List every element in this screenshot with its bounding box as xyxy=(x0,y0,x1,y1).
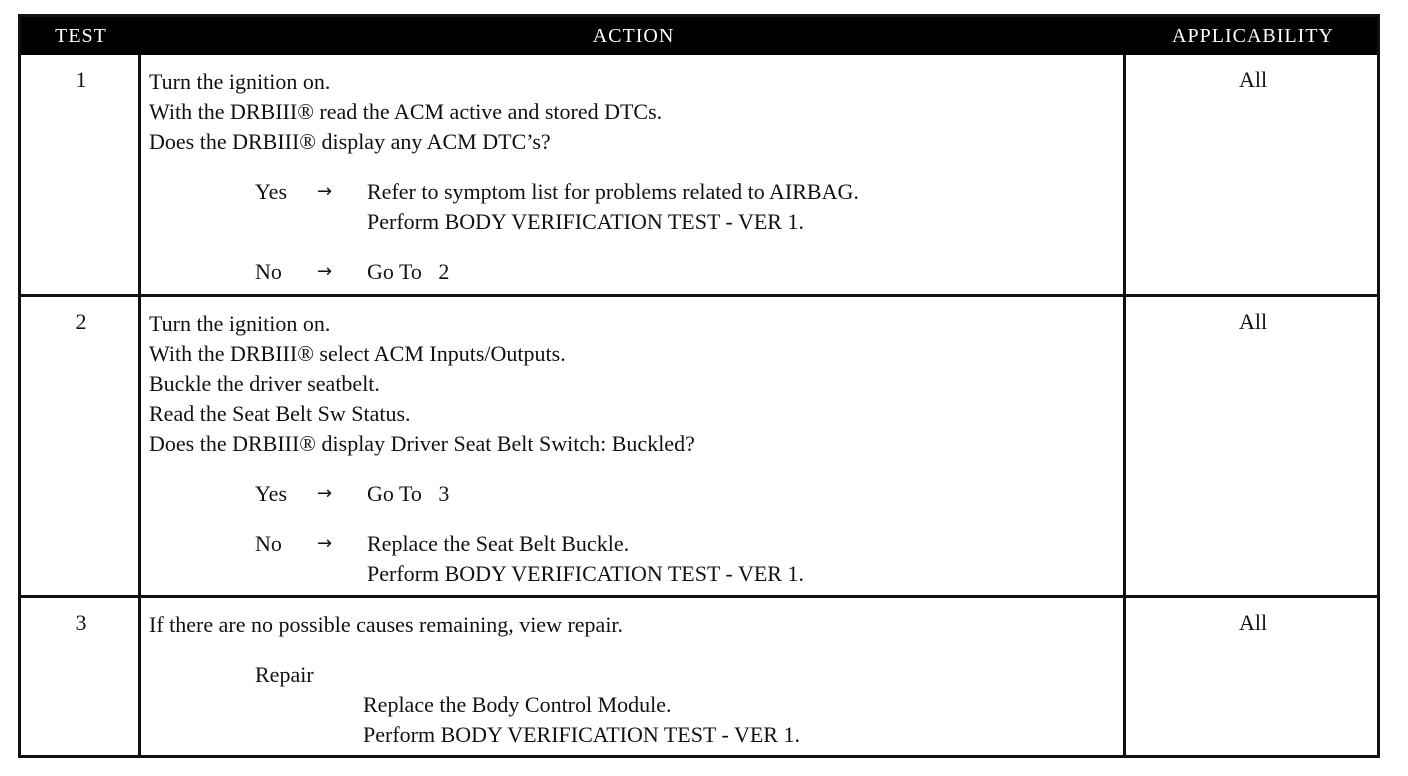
action-line: With the DRBIII® read the ACM active and… xyxy=(149,99,663,124)
repair-line: Replace the Body Control Module. xyxy=(363,692,672,717)
action-cell: Turn the ignition on. With the DRBIII® r… xyxy=(149,67,1119,287)
branch-text: Go To 2 xyxy=(367,259,450,284)
action-line: Buckle the driver seatbelt. xyxy=(149,371,380,396)
applicability-cell: All xyxy=(1238,309,1268,334)
test-number: 3 xyxy=(75,610,87,635)
header-test: TEST xyxy=(55,25,107,47)
diagnostic-test-table: TEST ACTION APPLICABILITY 1 Turn the ign… xyxy=(18,14,1380,758)
yes-branch: Yes → Go To 3 xyxy=(255,479,1119,509)
action-line: If there are no possible causes remainin… xyxy=(149,612,624,637)
action-cell: Turn the ignition on. With the DRBIII® s… xyxy=(149,309,1119,589)
header-action: ACTION xyxy=(592,25,675,47)
branch-text: Replace the Seat Belt Buckle. xyxy=(367,531,630,556)
no-label: No xyxy=(255,259,282,284)
yes-label: Yes xyxy=(255,179,288,204)
action-line: With the DRBIII® select ACM Inputs/Outpu… xyxy=(149,341,566,366)
repair-block: Repair Replace the Body Control Module. … xyxy=(255,660,1119,750)
yes-label: Yes xyxy=(255,481,288,506)
column-divider xyxy=(1123,55,1126,755)
header-applicability: APPLICABILITY xyxy=(1172,25,1334,47)
right-arrow-icon: → xyxy=(317,261,333,282)
test-number: 2 xyxy=(75,309,87,334)
applicability-cell: All xyxy=(1238,67,1268,92)
right-arrow-icon: → xyxy=(317,533,333,554)
row-divider xyxy=(21,294,1377,297)
action-line: Turn the ignition on. xyxy=(149,69,331,94)
table-row: 2 Turn the ignition on. With the DRBIII®… xyxy=(21,297,1377,595)
action-line: Does the DRBIII® display Driver Seat Bel… xyxy=(149,431,695,456)
row-divider xyxy=(21,595,1377,598)
no-branch: No → Replace the Seat Belt Buckle. Perfo… xyxy=(255,529,1119,589)
table-header: TEST ACTION APPLICABILITY xyxy=(21,17,1377,55)
no-branch: No → Go To 2 xyxy=(255,257,1119,287)
repair-label: Repair xyxy=(255,662,314,687)
action-cell: If there are no possible causes remainin… xyxy=(149,610,1119,750)
branch-text: Go To 3 xyxy=(367,481,450,506)
table-row: 1 Turn the ignition on. With the DRBIII®… xyxy=(21,55,1377,294)
applicability-cell: All xyxy=(1238,610,1268,635)
branch-text: Refer to symptom list for problems relat… xyxy=(367,179,859,204)
branch-text: Perform BODY VERIFICATION TEST - VER 1. xyxy=(367,561,804,586)
action-line: Does the DRBIII® display any ACM DTC’s? xyxy=(149,129,551,154)
branch-text: Perform BODY VERIFICATION TEST - VER 1. xyxy=(367,209,804,234)
test-number: 1 xyxy=(75,67,87,92)
action-line: Turn the ignition on. xyxy=(149,311,331,336)
repair-line: Perform BODY VERIFICATION TEST - VER 1. xyxy=(363,722,800,747)
no-label: No xyxy=(255,531,282,556)
table-row: 3 If there are no possible causes remain… xyxy=(21,598,1377,758)
action-line: Read the Seat Belt Sw Status. xyxy=(149,401,411,426)
right-arrow-icon: → xyxy=(317,181,333,202)
yes-branch: Yes → Refer to symptom list for problems… xyxy=(255,177,1119,237)
right-arrow-icon: → xyxy=(317,483,333,504)
column-divider xyxy=(138,55,141,755)
